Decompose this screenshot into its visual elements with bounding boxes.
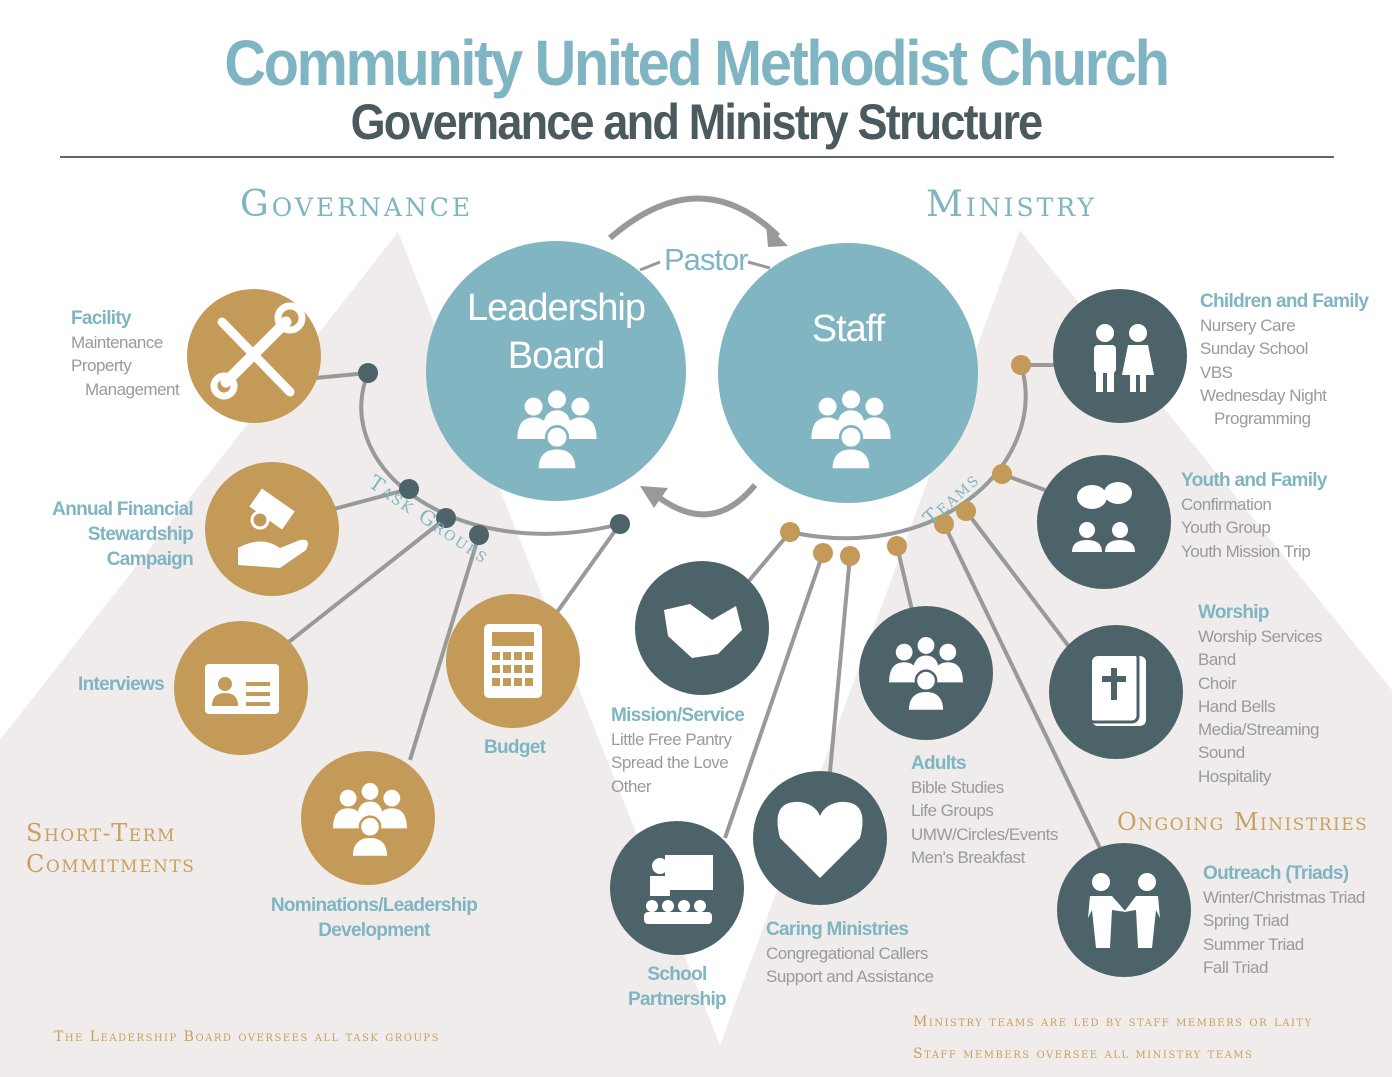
short-term-label: Short-Term Commitments — [26, 819, 196, 878]
list-item: Men's Breakfast — [911, 847, 1025, 867]
task-group-nominations[interactable]: Nominations/Leadership Development — [270, 895, 478, 941]
list-item: Nursery Care — [1200, 316, 1296, 335]
ministry-name: Children and Family — [1200, 291, 1369, 312]
list-item: Support and Assistance — [766, 967, 934, 987]
list-item: UMW/Circles/Events — [911, 824, 1058, 844]
leadership-board-label[interactable]: Leadership Board — [466, 287, 646, 377]
list-item: Spring Triad — [1203, 911, 1289, 931]
calculator-icon — [484, 624, 542, 698]
list-item: Sunday School — [1200, 339, 1308, 359]
list-item: Congregational Callers — [766, 944, 928, 963]
pastor-connector-right — [747, 260, 771, 270]
footnote-task-groups: The Leadership Board oversees all task g… — [54, 1029, 440, 1045]
item-list: Nursery Care Sunday School VBS Wednesday… — [1200, 314, 1340, 430]
ministry-adults[interactable]: Adults Bible Studies Life Groups UMW/Cir… — [911, 751, 1091, 869]
arrowhead-right — [766, 224, 788, 247]
ministry-worship[interactable]: Worship Worship Services Band Choir Hand… — [1198, 600, 1378, 788]
governance-heading: Governance — [240, 184, 474, 225]
list-item: Media/Streaming — [1198, 720, 1320, 740]
list-item: Worship Services — [1198, 627, 1322, 646]
list-item: VBS — [1200, 362, 1233, 382]
pastor-label: Pastor — [664, 242, 749, 277]
task-group-stewardship[interactable]: Annual Financial Stewardship Campaign — [52, 499, 194, 570]
list-item: Spread the Love — [611, 753, 729, 773]
list-item: Winter/Christmas Triad — [1203, 888, 1365, 907]
family-icon — [1094, 324, 1154, 392]
tools-icon — [210, 302, 306, 400]
two-people-icon — [1088, 873, 1160, 948]
handshake-icon — [664, 604, 742, 658]
connector-lines — [283, 363, 1102, 849]
pastor-connector-left — [639, 260, 661, 272]
task-group-facility[interactable]: Facility Maintenance Property Management — [71, 306, 191, 401]
list-item: Property Management — [71, 356, 180, 399]
list-item: Life Groups — [911, 801, 994, 821]
leadership-board-circle[interactable] — [426, 241, 686, 501]
list-item: Wednesday Night Programming — [1200, 385, 1327, 429]
item-list: Winter/Christmas Triad Spring Triad Summ… — [1203, 886, 1388, 979]
task-group-budget[interactable]: Budget — [484, 737, 546, 758]
list-item: Fall Triad — [1203, 957, 1268, 977]
list-item: Hospitality — [1198, 766, 1271, 786]
list-item: Maintenance — [71, 333, 163, 352]
footnote-staff-oversight: Staff members oversee all ministry teams — [913, 1046, 1254, 1062]
ministry-name: Caring Ministries — [766, 919, 909, 940]
item-list: Little Free Pantry Spread the Love Other — [611, 728, 791, 798]
conversation-icon — [1072, 482, 1135, 552]
list-item: Confirmation — [1181, 495, 1272, 514]
ministry-outreach[interactable]: Outreach (Triads) Winter/Christmas Triad… — [1203, 861, 1388, 979]
bible-icon — [1086, 650, 1146, 726]
list-item: Sound — [1198, 743, 1245, 763]
list-item: Other — [611, 776, 652, 796]
ministry-youth-family[interactable]: Youth and Family Confirmation Youth Grou… — [1181, 468, 1361, 563]
staff-label[interactable]: Staff — [811, 308, 885, 350]
task-group-interviews[interactable]: Interviews — [78, 674, 165, 695]
item-list: Bible Studies Life Groups UMW/Circles/Ev… — [911, 776, 1091, 869]
heart-icon — [777, 801, 863, 878]
page-title: Community United Methodist Church — [224, 27, 1170, 99]
teacher-icon — [644, 855, 713, 924]
list-item: Summer Triad — [1203, 934, 1304, 954]
item-list: Confirmation Youth Group Youth Mission T… — [1181, 493, 1361, 563]
list-item: Hand Bells — [1198, 696, 1276, 716]
ministry-children-family[interactable]: Children and Family Nursery Care Sunday … — [1200, 289, 1380, 430]
footnote-ministry-teams: Ministry teams are led by staff members … — [913, 1014, 1313, 1030]
ministry-name: Worship — [1198, 602, 1269, 623]
item-list: Maintenance Property Management — [71, 331, 191, 401]
giving-hand-icon — [238, 488, 308, 568]
ministry-mission-service[interactable]: Mission/Service Little Free Pantry Sprea… — [611, 703, 791, 798]
ministry-school-partnership[interactable]: School Partnership — [628, 964, 727, 1010]
list-item: Choir — [1198, 673, 1237, 693]
list-item: Bible Studies — [911, 778, 1004, 797]
task-group-name: Facility — [71, 308, 132, 329]
cycle-arrows — [608, 195, 781, 518]
list-item: Little Free Pantry — [611, 730, 732, 749]
team-dots — [780, 355, 1031, 566]
list-item: Youth Mission Trip — [1181, 541, 1311, 561]
ongoing-ministries-label: Ongoing Ministries — [1117, 808, 1369, 836]
ministry-name: Outreach (Triads) — [1203, 863, 1349, 884]
id-card-icon — [205, 664, 279, 714]
list-item: Youth Group — [1181, 518, 1271, 538]
task-group-dots — [358, 363, 630, 545]
staff-circle[interactable] — [718, 243, 978, 503]
item-list: Worship Services Band Choir Hand Bells M… — [1198, 625, 1378, 788]
list-item: Band — [1198, 650, 1236, 670]
ministry-caring[interactable]: Caring Ministries Congregational Callers… — [766, 917, 966, 989]
page-subtitle: Governance and Ministry Structure — [350, 94, 1044, 150]
ministry-heading: Ministry — [926, 184, 1097, 225]
ministry-name: Adults — [911, 753, 967, 774]
arrowhead-left — [640, 486, 668, 508]
item-list: Congregational Callers Support and Assis… — [766, 942, 966, 989]
ministry-name: Youth and Family — [1181, 470, 1327, 491]
ministry-name: Mission/Service — [611, 705, 745, 726]
